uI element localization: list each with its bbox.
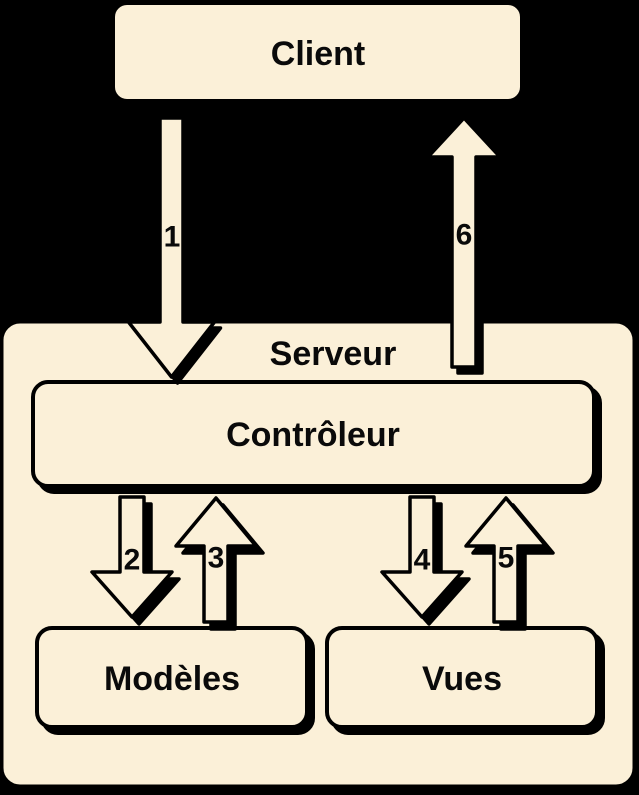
arrow-3-modeles-to-controleur: 3 xyxy=(174,496,265,631)
arrow-1-label: 1 xyxy=(164,221,181,254)
serveur-label: Serveur xyxy=(270,335,397,373)
vues-label: Vues xyxy=(422,660,502,698)
controleur-label: Contrôleur xyxy=(226,416,400,454)
arrow-4-label: 4 xyxy=(414,544,431,577)
modeles-label: Modèles xyxy=(104,660,240,698)
arrow-3-label: 3 xyxy=(208,542,225,575)
arrow-6-label: 6 xyxy=(456,219,473,252)
arrow-6-body xyxy=(426,116,502,369)
arrow-5-label: 5 xyxy=(498,542,515,575)
arrow-2-body xyxy=(90,495,174,619)
controleur-box xyxy=(31,380,596,488)
arrow-2-label: 2 xyxy=(124,544,141,577)
client-label: Client xyxy=(271,35,365,73)
arrow-4-body xyxy=(380,495,464,619)
arrow-3-body xyxy=(174,496,258,624)
modeles-box xyxy=(35,626,309,729)
arrow-1-client-to-controleur: 1 xyxy=(126,116,223,385)
arrow-2-controleur-to-modeles: 2 xyxy=(90,495,181,626)
vues-box xyxy=(325,626,599,729)
arrow-6-controleur-to-client: 6 xyxy=(426,116,508,375)
arrow-5-body xyxy=(464,496,548,624)
arrow-5-vues-to-controleur: 5 xyxy=(464,496,555,631)
client-box xyxy=(111,1,524,103)
arrow-4-controleur-to-vues: 4 xyxy=(380,495,471,626)
arrow-1-body xyxy=(126,116,217,379)
